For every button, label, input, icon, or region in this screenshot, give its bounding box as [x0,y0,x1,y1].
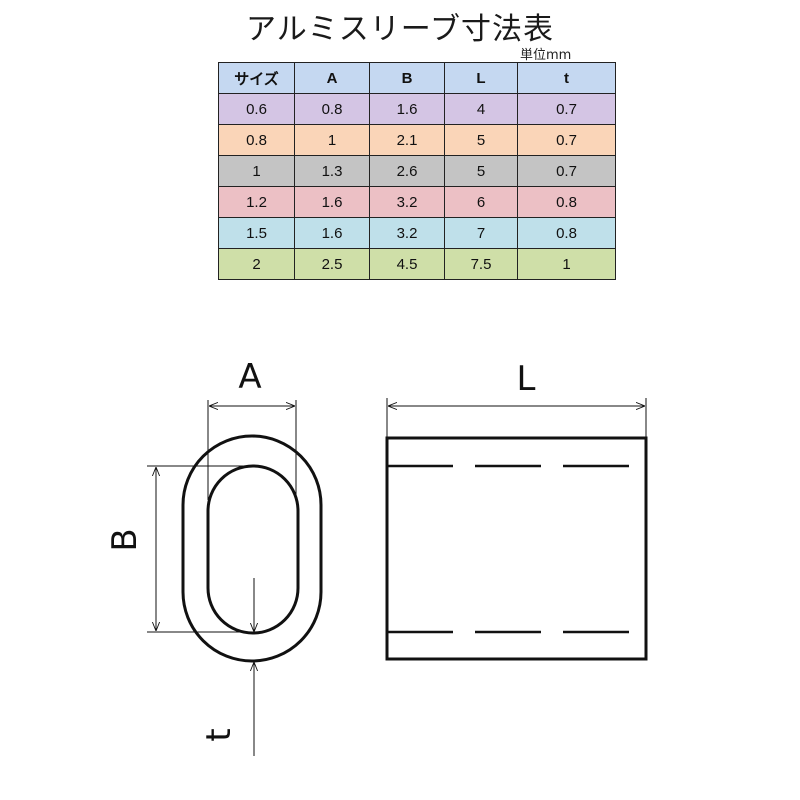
table-row: 2 2.5 4.5 7.5 1 [218,248,616,280]
cell-t: 0.7 [517,124,616,156]
cell-t: 1 [517,248,616,280]
cell-l: 7.5 [444,248,518,280]
dimension-b: B [105,465,250,633]
cell-size: 0.6 [218,93,295,125]
side-outline [385,436,648,661]
cell-t: 0.8 [517,217,616,249]
front-view [181,434,323,663]
cell-b: 3.2 [369,217,445,249]
cell-l: 4 [444,93,518,125]
dimension-l: L [386,359,647,438]
cell-a: 1.3 [294,155,370,187]
cell-a: 1.6 [294,186,370,218]
cell-l: 5 [444,124,518,156]
cell-a: 1 [294,124,370,156]
cell-a: 2.5 [294,248,370,280]
inner-oval [206,464,300,635]
cell-a: 1.6 [294,217,370,249]
cell-b: 1.6 [369,93,445,125]
table-row: 1 1.3 2.6 5 0.7 [218,155,616,187]
table-row: 0.6 0.8 1.6 4 0.7 [218,93,616,125]
header-b: B [369,62,445,94]
cell-a: 0.8 [294,93,370,125]
label-a: A [238,357,261,397]
cell-t: 0.8 [517,186,616,218]
cell-l: 5 [444,155,518,187]
table-row: 1.2 1.6 3.2 6 0.8 [218,186,616,218]
dimension-a: A [207,357,297,500]
dimension-t: t [199,578,254,756]
cell-t: 0.7 [517,155,616,187]
table-header-row: サイズ A B L t [218,62,616,94]
header-l: L [444,62,518,94]
outer-oval [181,434,323,663]
cell-l: 6 [444,186,518,218]
cell-b: 3.2 [369,186,445,218]
dimension-table: サイズ A B L t 0.6 0.8 1.6 4 0.7 0.8 1 2.1 … [218,62,616,280]
cell-size: 1.2 [218,186,295,218]
cell-size: 2 [218,248,295,280]
cell-b: 4.5 [369,248,445,280]
header-size: サイズ [218,62,295,94]
label-b: B [105,528,145,551]
table-row: 0.8 1 2.1 5 0.7 [218,124,616,156]
header-t: t [517,62,616,94]
table-row: 1.5 1.6 3.2 7 0.8 [218,217,616,249]
page-title: アルミスリーブ寸法表 [246,12,554,47]
cell-b: 2.6 [369,155,445,187]
label-t: t [199,728,239,741]
unit-label: 単位mm [520,48,572,63]
cell-t: 0.7 [517,93,616,125]
label-l: L [517,359,536,399]
cell-size: 1.5 [218,217,295,249]
side-view [385,436,648,661]
